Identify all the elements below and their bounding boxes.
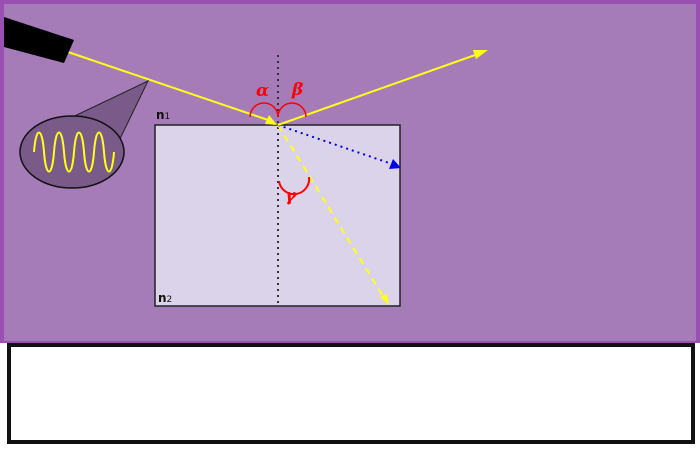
refracted-ray-arrowhead: [380, 294, 389, 305]
partial-ray-arrowhead: [389, 159, 401, 169]
angle-alpha-label: α: [256, 81, 269, 101]
angle-beta-label: β: [291, 80, 303, 100]
incident-ray: [67, 51, 269, 121]
magnifier-wave-icon: [19, 79, 150, 189]
angle-gamma-label: γ: [285, 186, 297, 206]
angle-beta-arc: [277, 102, 307, 118]
n1-label: n1: [156, 108, 170, 122]
reflected-ray-arrowhead: [473, 50, 488, 59]
n2-label: n2: [158, 291, 172, 305]
glass-block: [154, 124, 401, 307]
info-panel: [7, 343, 695, 444]
refraction-diagram: α β γ n1 n2: [0, 0, 700, 343]
partial-ray: [277, 124, 393, 165]
laser-pointer-icon[interactable]: [4, 17, 74, 63]
refracted-ray: [277, 124, 387, 302]
angle-alpha-arc: [249, 102, 279, 118]
reflected-ray: [277, 53, 479, 126]
angle-gamma-arc: [278, 176, 311, 196]
info-text: [11, 347, 691, 363]
incident-ray-arrowhead: [265, 115, 277, 125]
